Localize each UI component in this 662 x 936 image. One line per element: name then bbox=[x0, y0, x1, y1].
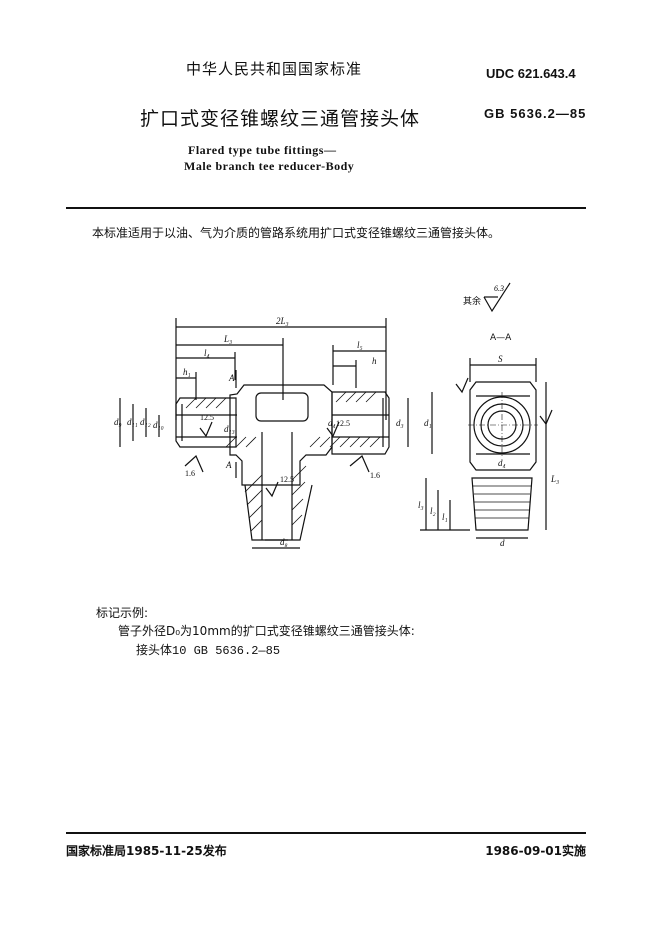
marking-heading: 标记示例: bbox=[96, 606, 149, 620]
dim-l1: l₁ bbox=[442, 512, 448, 522]
dim-d9: d₉ bbox=[114, 417, 122, 427]
section-label: A—A bbox=[490, 333, 512, 343]
dim-l4: l₄ bbox=[204, 348, 210, 358]
dim-d1: d₁ bbox=[424, 418, 432, 428]
section-mark-a-bottom: A bbox=[225, 460, 232, 470]
dim-d4: d₄ bbox=[328, 418, 336, 428]
dim-l3: L₃ bbox=[223, 334, 232, 344]
dim-d11: d₁₁ bbox=[127, 417, 138, 427]
scope-paragraph: 本标准适用于以油、气为介质的管路系统用扩口式变径锥螺纹三通管接头体。 bbox=[92, 226, 501, 240]
roughness-symbol bbox=[483, 282, 511, 313]
dim-d10: d₁₀ bbox=[153, 420, 164, 430]
roughness-1-6-right: 1.6 bbox=[370, 471, 380, 480]
dim-h: h bbox=[372, 356, 377, 366]
standard-code: GB 5636.2—85 bbox=[484, 106, 587, 121]
dim-l3-vertical: l₃ bbox=[418, 500, 424, 510]
dim-l2: l₂ bbox=[430, 506, 436, 516]
roughness-12-5-right: 12.5 bbox=[336, 419, 350, 428]
marking-example-line1: 管子外径D₀为10mm的扩口式变径锥螺纹三通管接头体: bbox=[118, 624, 415, 638]
dim-2l3: 2L₃ bbox=[276, 316, 289, 326]
section-mark-a-top: A bbox=[228, 373, 235, 383]
roughness-value: 6.3 bbox=[494, 284, 504, 293]
dim-l5: l₅ bbox=[357, 340, 363, 350]
dim-d4-side: d₄ bbox=[498, 458, 506, 468]
dim-l3-side: L₃ bbox=[550, 474, 559, 484]
udc-code: UDC 621.643.4 bbox=[486, 66, 576, 81]
issued-date: 国家标准局1985-11-25发布 bbox=[66, 844, 227, 858]
dim-s: S bbox=[498, 354, 503, 364]
country-standard-heading: 中华人民共和国国家标准 bbox=[186, 60, 363, 78]
dim-d3: d₃ bbox=[396, 418, 404, 428]
roughness-note: 其余 bbox=[463, 295, 481, 307]
dim-d12: d₁₂ bbox=[140, 417, 151, 427]
effective-date: 1986-09-01实施 bbox=[485, 844, 586, 858]
roughness-1-6-left: 1.6 bbox=[185, 469, 195, 478]
document-title-en-line2: Male branch tee reducer-Body bbox=[184, 159, 355, 173]
dim-d: d bbox=[500, 538, 505, 548]
dim-h1: h₁ bbox=[183, 367, 191, 377]
roughness-12-5-left: 12.5 bbox=[200, 413, 214, 422]
document-title-en-line1: Flared type tube fittings— bbox=[188, 143, 337, 157]
marking-example-line2: 接头体10 GB 5636.2—85 bbox=[136, 644, 281, 658]
footer-rule bbox=[66, 832, 586, 834]
dim-d8: d₈ bbox=[280, 537, 288, 547]
roughness-12-5-stem: 12.5 bbox=[280, 475, 294, 484]
section-view bbox=[420, 358, 553, 539]
document-title-cn: 扩口式变径锥螺纹三通管接头体 bbox=[140, 108, 421, 130]
header-rule bbox=[66, 207, 586, 209]
dim-d13: d₁₃ bbox=[224, 424, 235, 434]
front-view bbox=[119, 318, 433, 549]
